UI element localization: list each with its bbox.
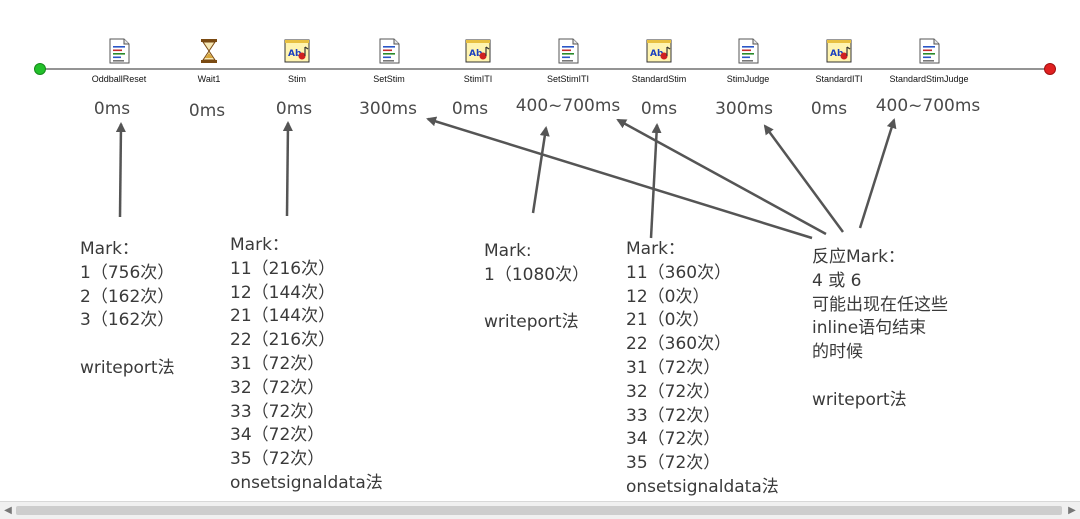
note-line: 32（72次） [230,377,325,398]
inline-script-icon[interactable] [374,36,404,66]
note-line: 32（72次） [626,381,721,402]
note-line: writeport法 [812,389,907,410]
note-line: 的时候 [812,342,863,363]
note-line: 35（72次） [626,453,721,474]
note-line: 12（0次） [626,286,710,307]
duration-stim: 0ms [275,99,313,119]
inline-script-icon[interactable] [104,36,134,66]
oddball-mark-note: Mark： 1（756次） 2（162次） 3（162次） writeport法 [80,238,175,381]
scroll-left-icon[interactable]: ◀ [4,505,12,516]
note-line: 11（216次） [230,258,336,279]
arrows-response [426,116,897,240]
wait-hourglass-icon[interactable] [194,36,224,66]
note-line: 2（162次） [80,286,175,307]
note-line: 反应Mark： [812,247,905,267]
arrow-iti [531,126,550,214]
arrow-stim [282,121,293,217]
standard-mark-note: Mark： 11（360次） 12（0次） 21（0次） 22（360次）31（72次）… [626,238,779,500]
node-label-oddballreset: OddballReset [91,74,147,84]
inline-script-icon[interactable] [553,36,583,66]
node-label-standardstim: StandardStim [631,74,687,84]
note-line: 21（144次） [230,306,336,327]
note-line: Mark： [80,239,139,259]
iti-mark-note: Mark: 1（1080次） writeport法 [484,240,589,335]
note-line: 3（162次） [80,310,175,331]
node-label-setstim: SetStim [373,74,405,84]
note-line [484,288,589,312]
node-label-standarditi: StandardITI [815,74,863,84]
note-line: Mark： [626,239,685,259]
note-line: Mark: [484,241,532,261]
note-line: writeport法 [80,357,175,378]
response-mark-note: 反应Mark： 4 或 6 可能出现在任这些 inline语句结束的时候 writepo… [812,246,948,413]
slide-stimulus-icon[interactable]: Ab [463,36,493,66]
duration-standardstim: 0ms [640,99,678,119]
duration-standardstimjudge: 400~700ms [875,96,981,116]
note-line: 34（72次） [230,425,325,446]
note-line [812,365,948,389]
note-line: 33（72次） [626,405,721,426]
svg-text:Ab: Ab [469,49,483,59]
svg-text:Ab: Ab [288,49,302,59]
note-line: Mark： [230,235,289,255]
timeline-end-dot[interactable] [1044,63,1056,75]
duration-stimiti: 0ms [451,99,489,119]
stim-mark-note: Mark： 11（216次） 12（144次） 21（144次） 22（216次）31（… [230,234,383,496]
note-line: 21（0次） [626,310,710,331]
duration-wait1: 0ms [188,101,226,121]
node-label-stimjudge: StimJudge [726,74,770,84]
node-label-stim: Stim [288,74,306,84]
duration-setstim: 300ms [359,99,417,119]
note-line: inline语句结束 [812,318,927,339]
scroll-right-icon[interactable]: ▶ [1068,505,1076,516]
duration-standarditi: 0ms [810,99,848,119]
duration-oddballreset: 0ms [93,99,131,119]
note-line: 12（144次） [230,282,336,303]
note-line: 22（360次） [626,334,732,355]
note-line: 1（1080次） [484,264,590,285]
node-label-setstimiti: SetStimITI [546,74,589,84]
note-line: onsetsignaldata法 [626,476,779,497]
note-line: 可能出现在任这些 [812,294,948,315]
svg-text:Ab: Ab [650,49,664,59]
slide-stimulus-icon[interactable]: Ab [644,36,674,66]
node-label-stimiti: StimITI [463,74,493,84]
note-line: 22（216次） [230,330,336,351]
arrow-oddball [115,122,126,218]
arrow-standard [649,123,662,239]
node-label-wait1: Wait1 [197,74,221,84]
note-line: 34（72次） [626,429,721,450]
note-line: 35（72次） [230,449,325,470]
timeline-start-dot[interactable] [34,63,46,75]
note-line: 31（72次） [230,353,325,374]
slide-stimulus-icon[interactable]: Ab [282,36,312,66]
note-line: 4 或 6 [812,270,862,291]
inline-script-icon[interactable] [733,36,763,66]
node-label-standardstimjudge: StandardStimJudge [889,74,969,84]
horizontal-scrollbar[interactable]: ◀ ▶ [0,501,1080,519]
duration-stimjudge: 300ms [715,99,773,119]
inline-script-icon[interactable] [914,36,944,66]
note-line: writeport法 [484,312,579,333]
svg-text:Ab: Ab [830,49,844,59]
note-line: 31（72次） [626,357,721,378]
note-line: onsetsignaldata法 [230,472,383,493]
note-line: 33（72次） [230,401,325,422]
note-line: 11（360次） [626,262,732,283]
note-line: 1（756次） [80,262,175,283]
scrollbar-thumb[interactable] [16,506,1062,515]
duration-setstimiti: 400~700ms [515,96,621,116]
note-line [80,333,175,357]
slide-stimulus-icon[interactable]: Ab [824,36,854,66]
